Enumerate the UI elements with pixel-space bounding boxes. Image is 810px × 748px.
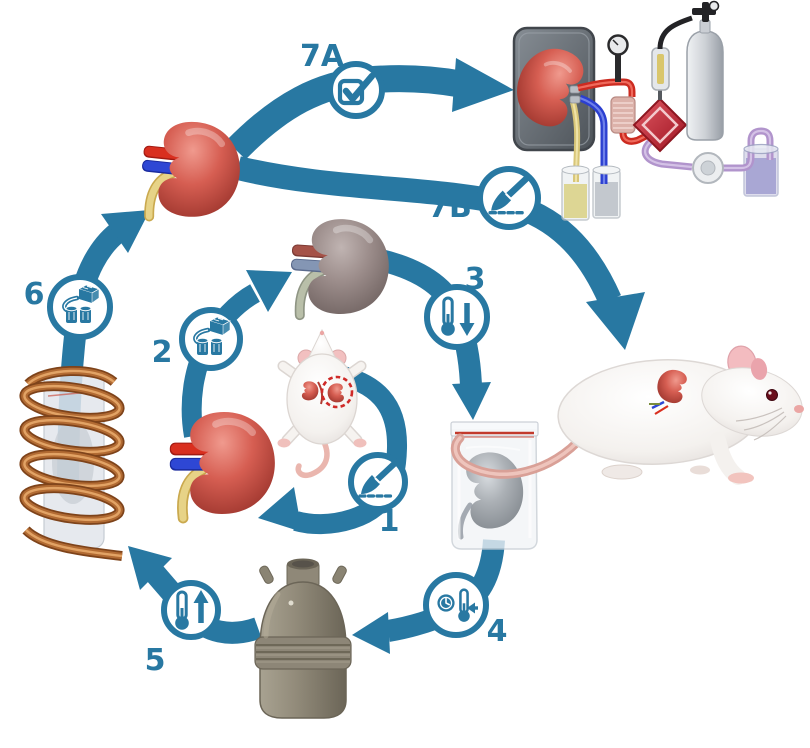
clock-icon — [436, 593, 456, 613]
step-2-label: 2 — [152, 335, 173, 370]
rat-nose — [794, 405, 804, 413]
pressure-gauge-stem — [615, 52, 621, 82]
step-3-label: 3 — [465, 262, 486, 297]
step-6-label: 6 — [24, 277, 45, 312]
step-6-badge — [47, 274, 113, 340]
rat-whiskers — [735, 407, 787, 441]
step-1-label: 1 — [379, 504, 400, 539]
arrow-left-icon — [467, 602, 475, 614]
step-7b-label: 7B — [428, 190, 472, 225]
rat-eye — [766, 389, 778, 401]
step-7a-badge — [327, 61, 385, 119]
step-2-badge — [179, 307, 243, 371]
oxygenator — [632, 97, 688, 153]
cpa-loaded-kidney-illustration — [288, 217, 393, 321]
cryo-storage-dewar-illustration — [254, 558, 352, 719]
step-1-badge — [348, 452, 408, 512]
thermometer-icon — [439, 296, 457, 338]
step-4-badge — [423, 572, 489, 638]
step-5-label: 5 — [145, 643, 166, 678]
step-7b-badge — [477, 166, 541, 230]
step-3-badge — [424, 284, 490, 350]
vitrified-kidney-bag-illustration — [450, 421, 539, 550]
recipient-rat-illustration — [450, 345, 804, 485]
recovered-kidney-illustration — [137, 118, 245, 225]
thermometer-icon — [173, 590, 191, 632]
step-labels: 1 2 3 4 5 6 7A 7B — [24, 39, 508, 678]
gas-cylinder — [686, 30, 724, 141]
gas-hose — [657, 15, 693, 50]
purple-tubing — [641, 139, 693, 171]
step-badges — [47, 61, 541, 640]
step-7a-label: 7A — [300, 39, 345, 74]
rf-warming-coil-illustration — [19, 366, 125, 561]
perfusion-machine-illustration — [505, 0, 779, 221]
step-4-label: 4 — [487, 614, 508, 649]
donor-mouse-illustration — [277, 328, 367, 479]
thermometer-icon — [456, 588, 472, 624]
copper-coil — [19, 366, 125, 561]
step-5-badge — [161, 580, 221, 640]
kidney-removal-dashed-marker — [320, 375, 354, 409]
